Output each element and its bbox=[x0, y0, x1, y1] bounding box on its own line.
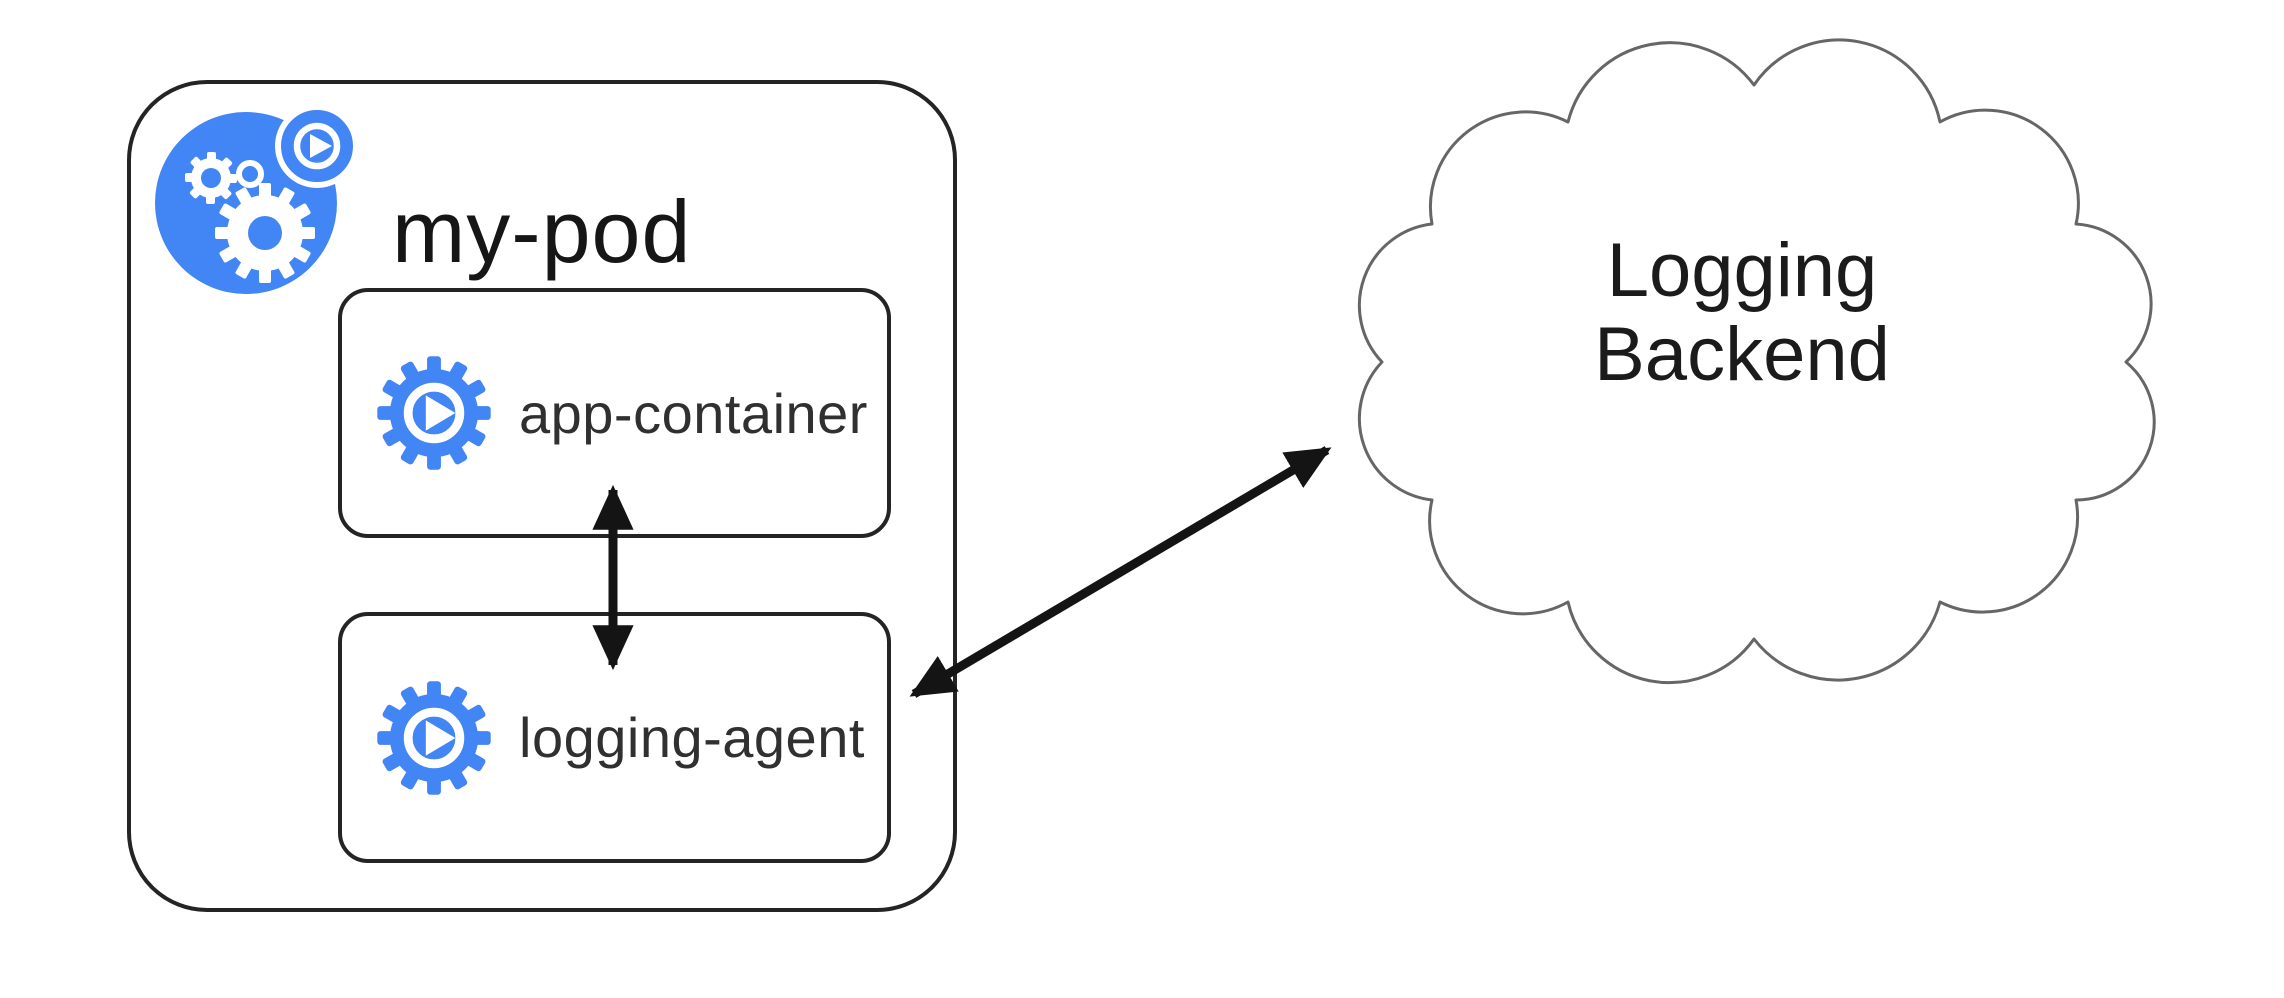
play-ring-icon bbox=[293, 122, 341, 170]
pod-title: my-pod bbox=[392, 182, 692, 281]
logging-backend-label: Logging Backend bbox=[1594, 228, 1890, 397]
container-gear-icon bbox=[377, 680, 491, 795]
container-gear-icon bbox=[377, 356, 491, 470]
logging-backend-cloud bbox=[1357, 38, 2156, 685]
arrow-logging-agent-to-backend bbox=[909, 446, 1332, 698]
tiny-ring-icon bbox=[236, 160, 264, 188]
cloud-outline bbox=[1357, 38, 2156, 685]
logging-agent-label: logging-agent bbox=[519, 706, 865, 769]
big-gear-icon bbox=[215, 183, 315, 283]
small-gear-icon bbox=[185, 152, 237, 204]
app-container-label: app-container bbox=[519, 381, 868, 445]
pod-icon bbox=[155, 104, 359, 294]
play-triangle-icon bbox=[310, 134, 332, 158]
